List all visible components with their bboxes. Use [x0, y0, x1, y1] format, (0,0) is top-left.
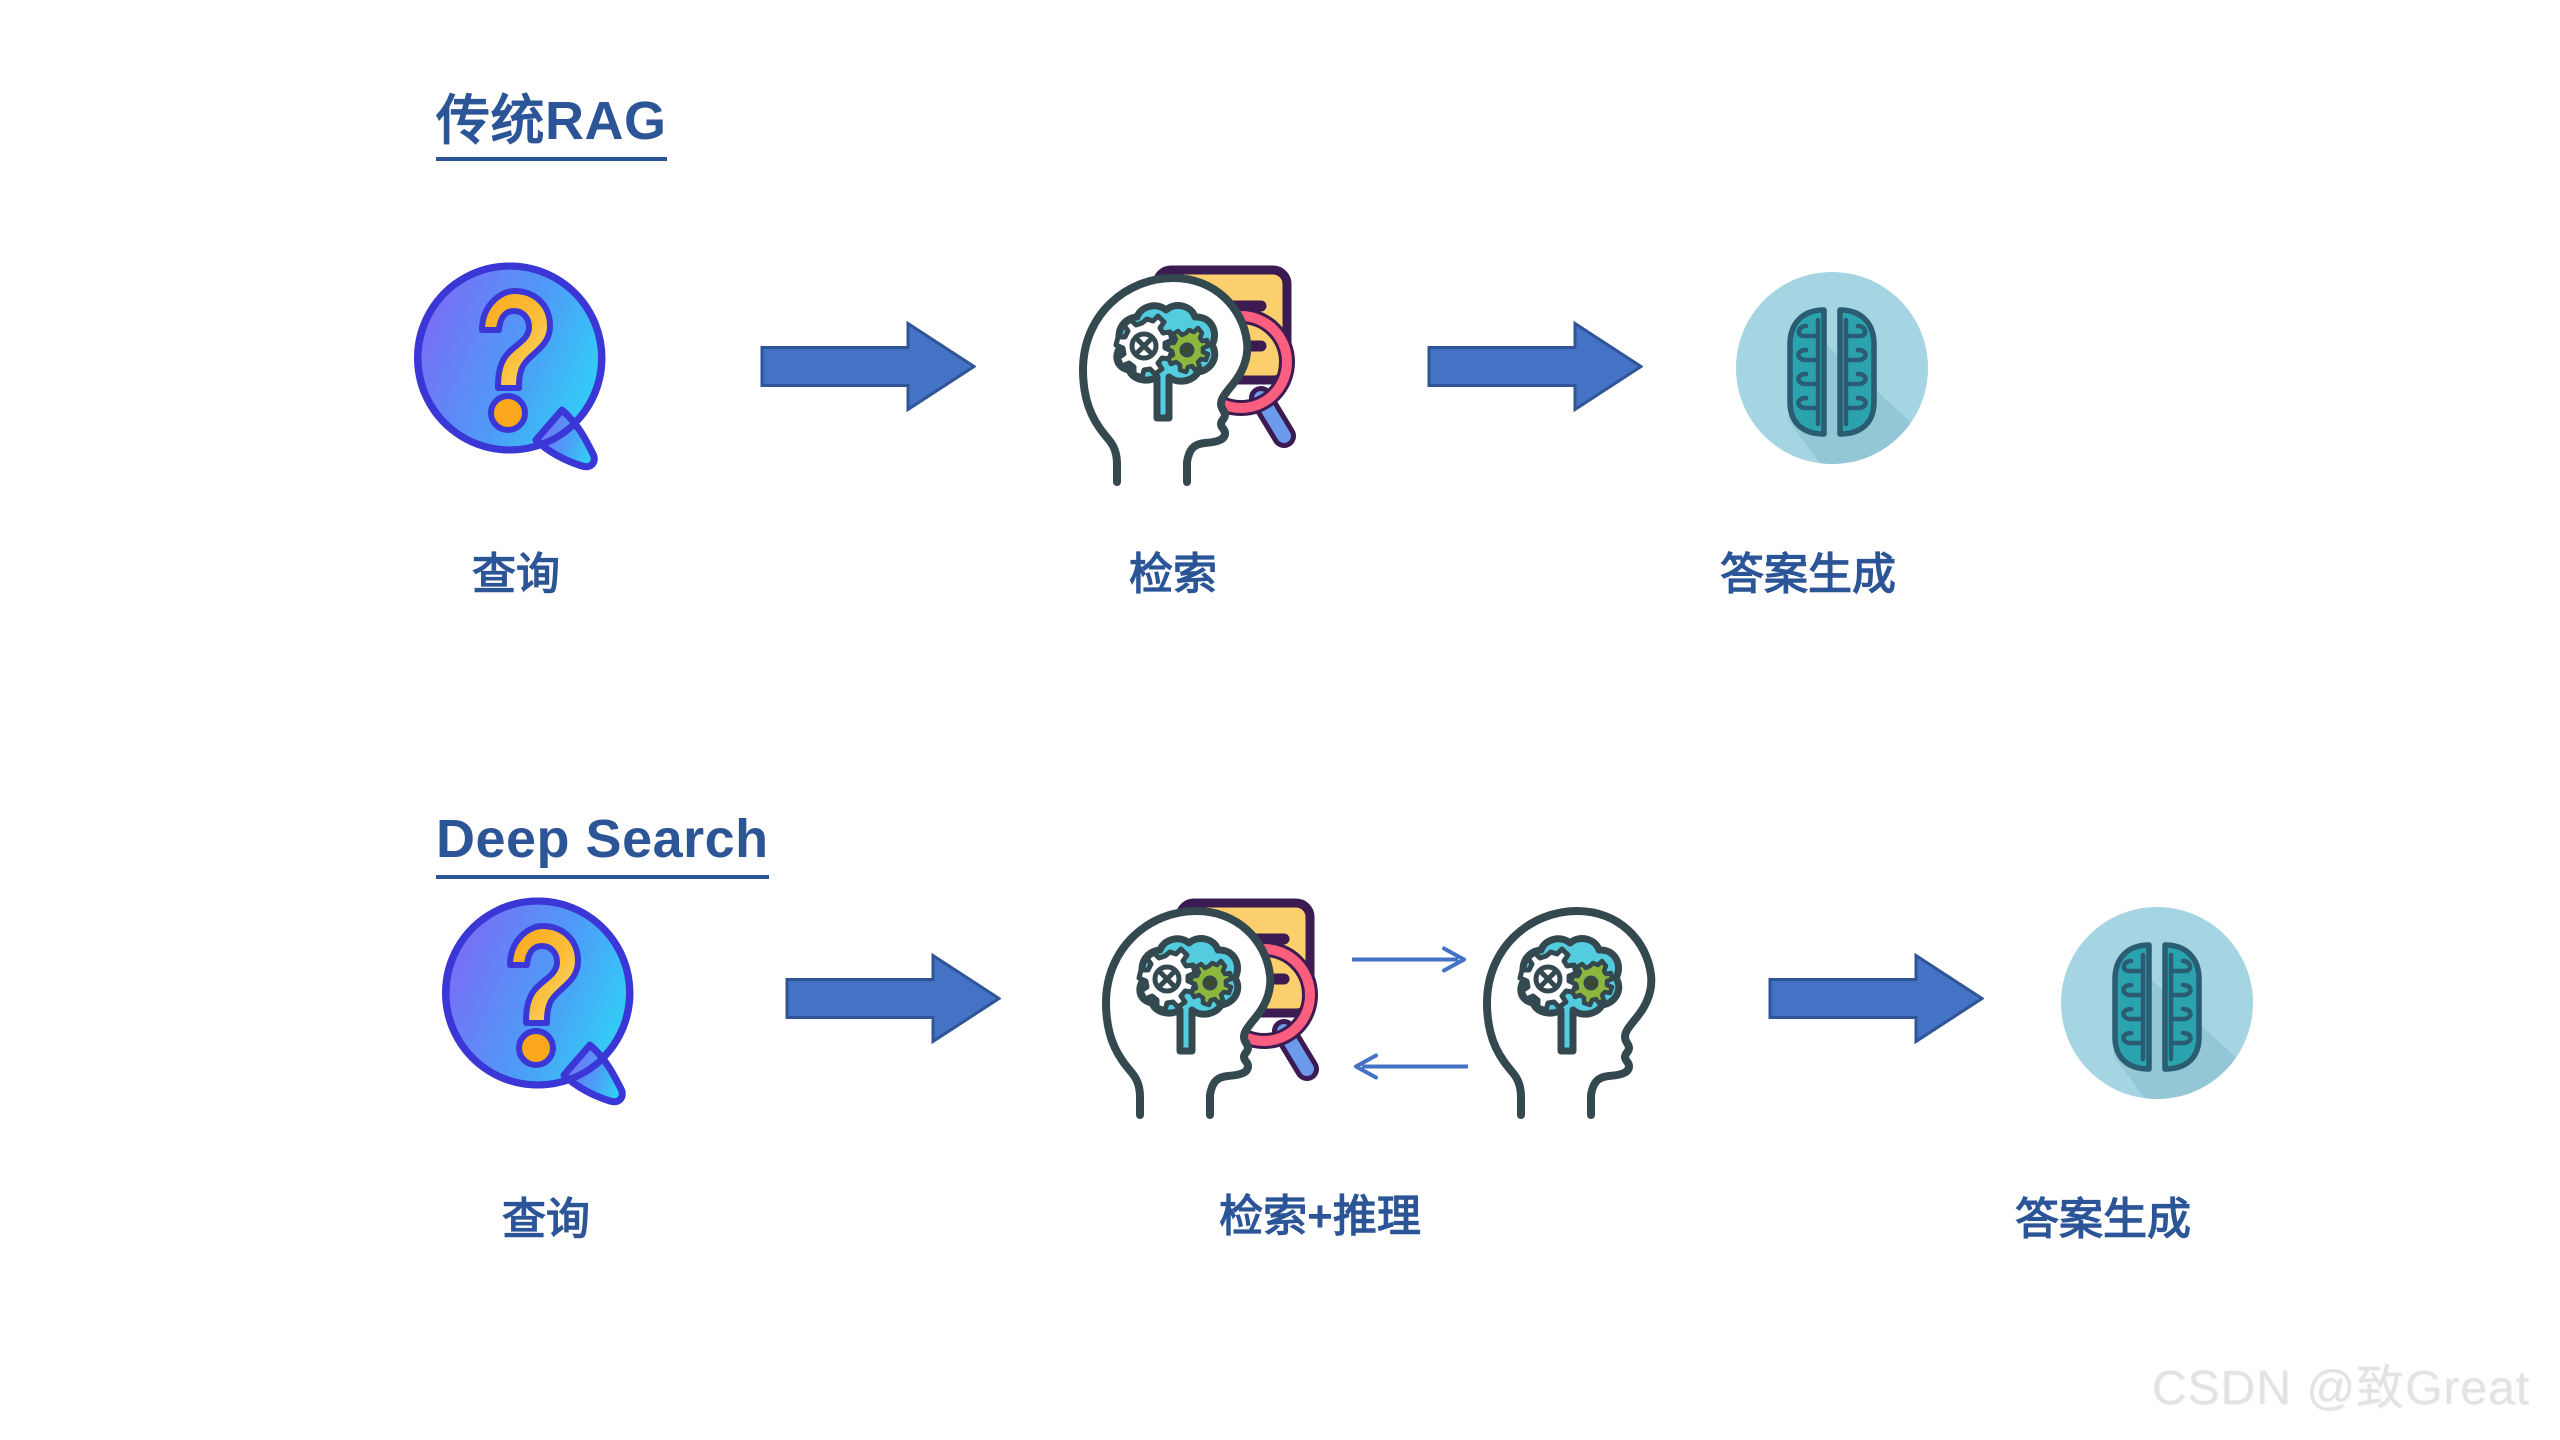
stage-label-answer-row2: 答案生成	[2015, 1195, 2191, 1244]
brain-circle-icon	[2059, 905, 2255, 1101]
stage-label-query-row1: 查询	[472, 550, 560, 599]
stage-label-answer-row1: 答案生成	[1720, 550, 1896, 599]
flow-arrow-query-to-retrieval-row1	[760, 320, 977, 419]
retrieval-head-search-icon	[1088, 883, 1328, 1123]
brain-circle-icon	[1734, 270, 1930, 466]
exchange-arrow-backward	[1350, 1052, 1470, 1087]
question-bubble-icon	[410, 258, 620, 478]
section-title-traditional-rag: 传统RAG	[436, 91, 667, 162]
flow-arrow-reasoning-to-answer-row2	[1768, 952, 1985, 1051]
stage-label-retrieval-row1: 检索	[1129, 550, 1217, 599]
stage-label-retrieval-reasoning-row2: 检索+推理	[1219, 1192, 1421, 1241]
reasoning-head-icon	[1469, 883, 1679, 1123]
stage-label-query-row2: 查询	[502, 1195, 590, 1244]
question-bubble-icon	[438, 893, 648, 1113]
section-title-deep-search: Deep Search	[436, 809, 769, 880]
exchange-arrow-forward	[1350, 945, 1470, 980]
csdn-watermark: CSDN @致Great	[2151, 1362, 2530, 1415]
flow-arrow-retrieval-to-answer-row1	[1427, 320, 1644, 419]
retrieval-head-search-icon	[1065, 250, 1305, 490]
flow-arrow-query-to-retrieval-row2	[785, 952, 1002, 1051]
